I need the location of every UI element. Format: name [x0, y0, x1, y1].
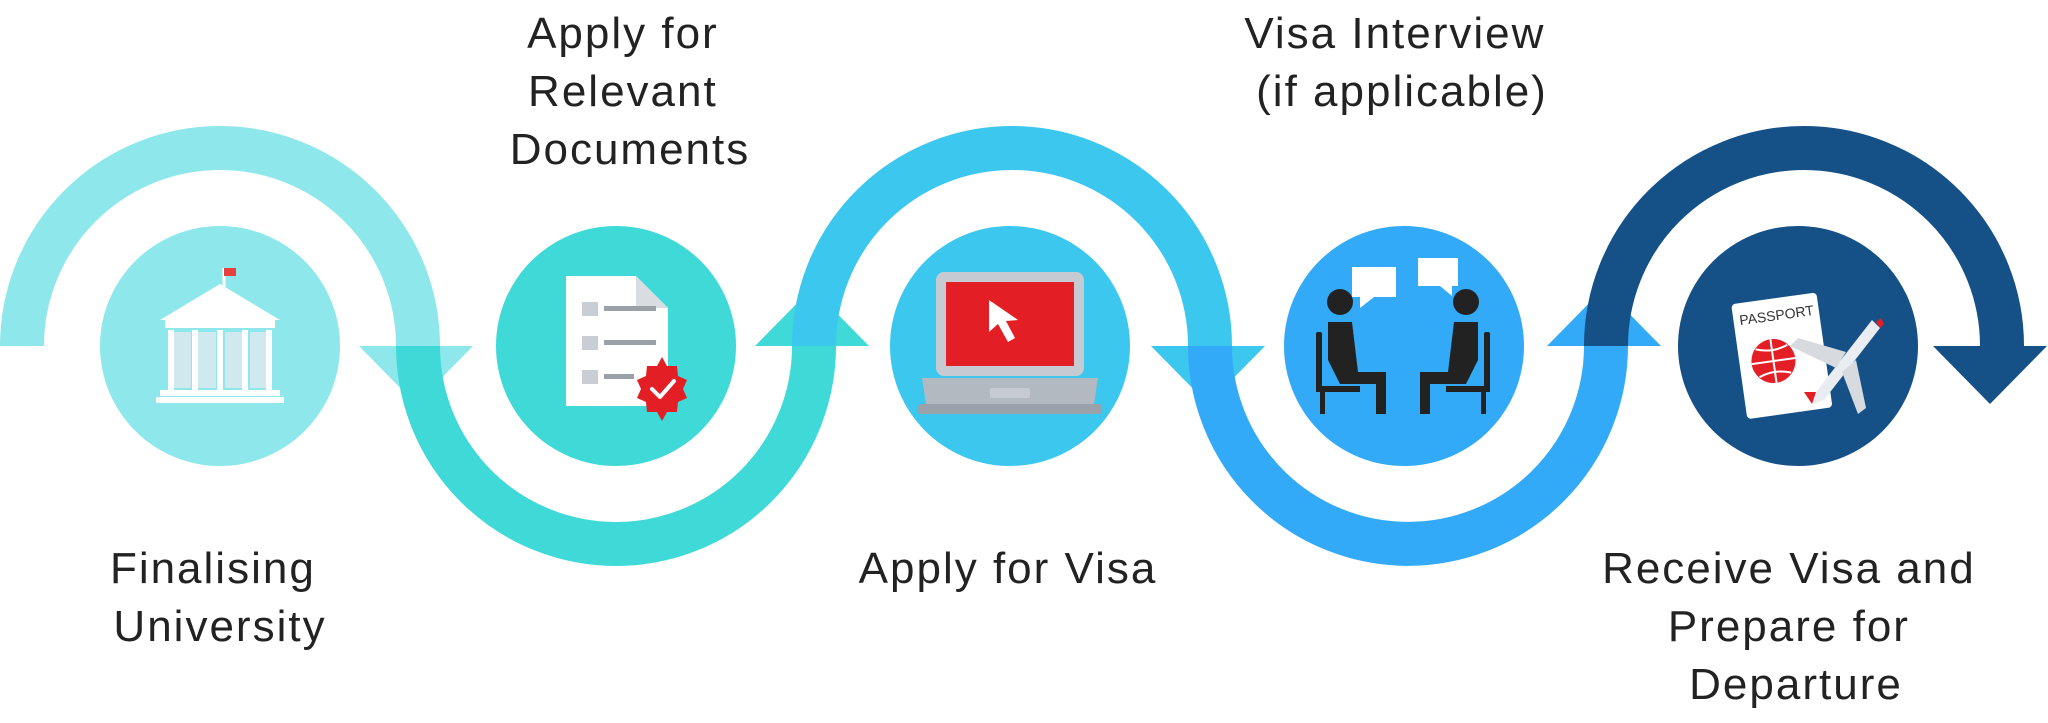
step-5-arrow: [1584, 126, 2047, 404]
step-1-label-line-1: Finalising: [110, 544, 316, 593]
passport-plane-icon: PASSPORT: [1731, 292, 1884, 419]
step-4-label: Visa Interview (if applicable): [1244, 9, 1559, 116]
airplane-icon: [1790, 318, 1884, 414]
step-1-label-line-2: University: [113, 602, 326, 651]
step-3-label: Apply for Visa: [859, 544, 1158, 593]
step-5-label-line-1: Receive Visa and: [1602, 544, 1976, 593]
step-5-label: Receive Visa and Prepare for Departure: [1602, 544, 1990, 709]
step-1-label: Finalising University: [110, 544, 330, 651]
laptop-icon: [918, 272, 1102, 414]
step-4-circle: [1284, 226, 1524, 466]
step-2-label-line-2: Relevant: [528, 67, 718, 116]
interview-icon: [1316, 258, 1490, 414]
step-4-label-line-2: (if applicable): [1256, 67, 1548, 116]
cursor-icon: [989, 300, 1018, 342]
step-2-label-line-1: Apply for: [527, 9, 719, 58]
step-5-label-line-3: Departure: [1689, 660, 1903, 709]
step-3-label-line-1: Apply for Visa: [859, 544, 1158, 593]
step-2-label-line-3: Documents: [510, 125, 751, 174]
verified-badge-icon: [637, 357, 687, 421]
step-4-label-line-1: Visa Interview: [1244, 9, 1545, 58]
university-icon: [156, 268, 284, 403]
documents-icon: [566, 276, 687, 421]
step-2-label: Apply for Relevant Documents: [510, 9, 751, 174]
step-5-label-line-2: Prepare for: [1668, 602, 1910, 651]
